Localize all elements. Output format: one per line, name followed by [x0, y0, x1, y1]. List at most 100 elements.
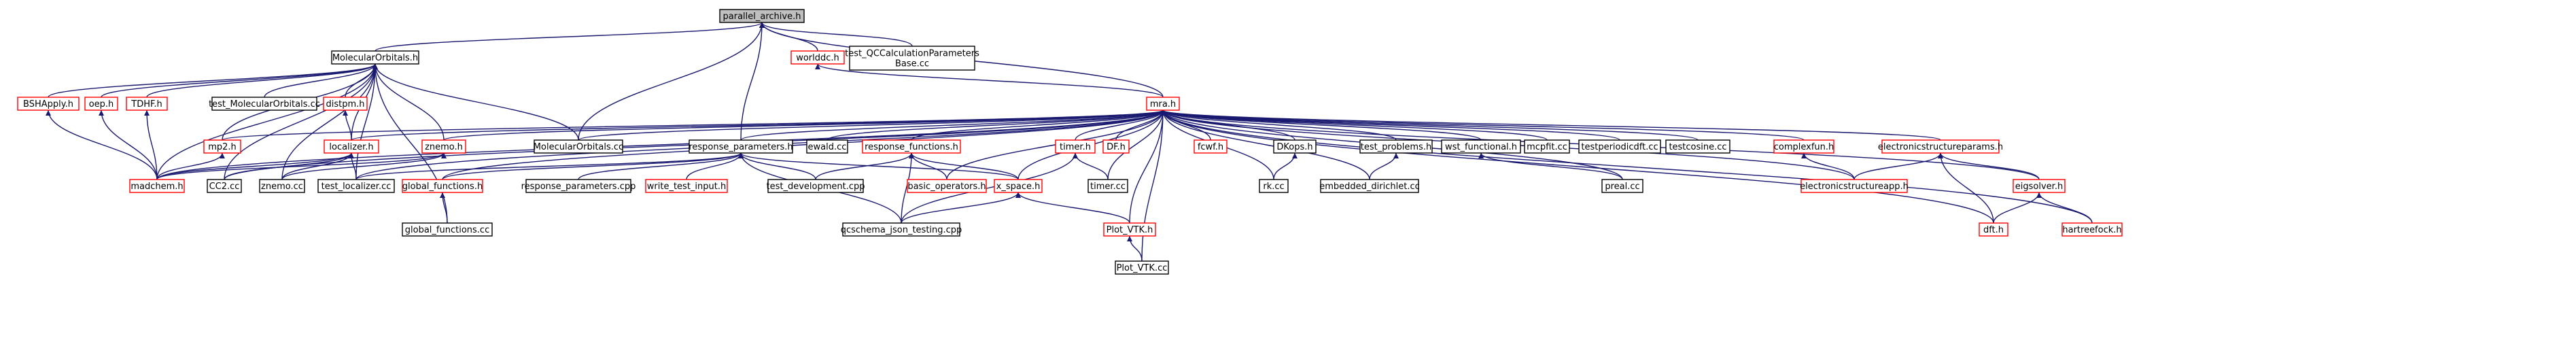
node-test_problems_h[interactable]: test_problems.h	[1359, 139, 1433, 154]
node-response_parameters_cpp[interactable]: response_parameters.cpp	[521, 179, 636, 193]
node-hartreefock_h[interactable]: hartreefock.h	[2061, 222, 2123, 237]
node-BSHApply_h[interactable]: BSHApply.h	[17, 97, 80, 111]
node-box	[317, 179, 395, 193]
node-worlddc_h[interactable]: worlddc.h	[790, 50, 845, 65]
node-test_development_cpp[interactable]: test_development.cpp	[766, 179, 865, 193]
node-ewald_cc[interactable]: ewald.cc	[806, 139, 848, 154]
node-distpm_h[interactable]: distpm.h	[323, 97, 368, 111]
node-parallel_archive_h[interactable]: parallel_archive.h	[719, 9, 805, 23]
node-mp2_h[interactable]: mp2.h	[203, 139, 241, 154]
node-CC2_cc[interactable]: CC2.cc	[207, 179, 242, 193]
node-label: global_functions.cc	[405, 225, 489, 235]
node-box	[1087, 179, 1128, 193]
node-label: mp2.h	[208, 142, 237, 152]
edge-znemo_cc-to-znemo_h	[281, 152, 447, 180]
node-response_parameters_h[interactable]: response_parameters.h	[689, 139, 793, 154]
node-localizer_h[interactable]: localizer.h	[324, 139, 379, 154]
node-complexfun_h[interactable]: complexfun.h	[1773, 139, 1834, 154]
node-label: test_localizer.cc	[321, 182, 391, 192]
node-label: response_functions.h	[865, 142, 958, 152]
node-timer_cc[interactable]: timer.cc	[1087, 179, 1128, 193]
node-dft_h[interactable]: dft.h	[1979, 222, 2008, 237]
node-box	[402, 179, 483, 193]
node-electronicstructureparams_h[interactable]: electronicstructureparams.h	[1878, 139, 2003, 154]
node-preal_cc[interactable]: preal.cc	[1601, 179, 1643, 193]
node-label: complexfun.h	[1774, 142, 1834, 152]
node-basic_operators_h[interactable]: basic_operators.h	[907, 179, 987, 193]
node-global_functions_h[interactable]: global_functions.h	[402, 179, 483, 193]
node-label: basic_operators.h	[907, 182, 986, 192]
node-timer_h[interactable]: timer.h	[1055, 139, 1096, 154]
node-MolecularOrbitals_h[interactable]: MolecularOrbitals.h	[331, 50, 419, 65]
edge-znemo_h-to-mra_h	[443, 109, 1166, 141]
node-qcschema_json_testing_cpp[interactable]: qcschema_json_testing.cpp	[841, 222, 962, 237]
node-TDHF_h[interactable]: TDHF.h	[126, 97, 168, 111]
node-znemo_h[interactable]: znemo.h	[421, 139, 466, 154]
node-box	[17, 97, 80, 111]
node-response_functions_h[interactable]: response_functions.h	[862, 139, 961, 154]
node-Plot_VTK_h[interactable]: Plot_VTK.h	[1103, 222, 1156, 237]
node-eigsolver_h[interactable]: eigsolver.h	[2013, 179, 2066, 193]
node-label: testperiodicdft.cc	[1581, 142, 1658, 152]
edge-dft_h-to-electronicstructureparams_h	[1938, 152, 1994, 224]
node-Plot_VTK_cc[interactable]: Plot_VTK.cc	[1115, 260, 1169, 275]
node-mcpfit_cc[interactable]: mcpfit.cc	[1524, 139, 1570, 154]
node-label: hartreefock.h	[2062, 225, 2121, 235]
node-testcosine_cc[interactable]: testcosine.cc	[1665, 139, 1730, 154]
node-global_functions_cc[interactable]: global_functions.cc	[402, 222, 493, 237]
node-write_test_input_h[interactable]: write_test_input.h	[645, 179, 728, 193]
node-label: mcpfit.cc	[1527, 142, 1567, 152]
node-test_localizer_cc[interactable]: test_localizer.cc	[317, 179, 395, 193]
node-wst_functional_h[interactable]: wst_functional.h	[1441, 139, 1521, 154]
node-rk_cc[interactable]: rk.cc	[1259, 179, 1289, 193]
edge-test_problems_h-to-mra_h	[1160, 109, 1397, 141]
node-box	[1881, 139, 2000, 154]
edge-test_localizer_cc-to-localizer_h	[349, 152, 357, 180]
node-box	[1273, 139, 1317, 154]
node-MolecularOrbitals_cc[interactable]: MolecularOrbitals.cc	[534, 139, 623, 154]
edge-x_space_h-to-response_parameters_h	[738, 152, 1019, 180]
edge-znemo_h-to-MolecularOrbitals_h	[372, 63, 445, 141]
edge-madchem_h-to-localizer_h	[156, 152, 354, 180]
node-mra_h[interactable]: mra.h	[1146, 97, 1180, 111]
node-testperiodicdft_cc[interactable]: testperiodicdft.cc	[1578, 139, 1661, 154]
edge-oep_h-to-MolecularOrbitals_h	[101, 63, 378, 98]
node-box	[421, 139, 466, 154]
node-embedded_dirichlet_cc[interactable]: embedded_dirichlet.cc	[1319, 179, 1420, 193]
node-x_space_h[interactable]: x_space.h	[994, 179, 1043, 193]
edge-embedded_dirichlet_cc-to-mra_h	[1160, 109, 1370, 180]
node-box	[1055, 139, 1096, 154]
edge-response_parameters_cpp-to-response_parameters_h	[578, 152, 744, 180]
node-znemo_cc[interactable]: znemo.cc	[259, 179, 305, 193]
node-madchem_h[interactable]: madchem.h	[129, 179, 185, 193]
node-label: write_test_input.h	[647, 182, 726, 192]
edge-mp2_h-to-mra_h	[222, 109, 1166, 141]
node-box	[1979, 222, 2008, 237]
node-electronicstructureapp_h[interactable]: electronicstructureapp.h	[1800, 179, 1909, 193]
node-box	[1103, 222, 1156, 237]
node-label: eigsolver.h	[2015, 182, 2063, 192]
edge-timer_h-to-mra_h	[1075, 109, 1166, 141]
node-box	[534, 139, 623, 154]
node-DKops_h[interactable]: DKops.h	[1273, 139, 1317, 154]
edge-x_space_h-to-response_functions_h	[909, 152, 1019, 180]
node-label: distpm.h	[326, 99, 364, 109]
node-box	[806, 139, 848, 154]
node-label: madchem.h	[130, 182, 183, 192]
node-label: preal.cc	[1605, 182, 1639, 192]
node-label: testcosine.cc	[1669, 142, 1726, 152]
node-box	[1578, 139, 1661, 154]
node-box	[129, 179, 185, 193]
node-label: response_parameters.cpp	[521, 182, 636, 192]
node-box	[126, 97, 168, 111]
node-fcwf_h[interactable]: fcwf.h	[1194, 139, 1228, 154]
node-DF_h[interactable]: DF.h	[1102, 139, 1130, 154]
node-test_MolecularOrbitals_cc[interactable]: test_MolecularOrbitals.cc	[209, 97, 320, 111]
edge-dft_h-to-mra_h	[1160, 109, 1994, 224]
edge-madchem_h-to-oep_h	[99, 109, 158, 180]
node-label: DKops.h	[1276, 142, 1312, 152]
edge-global_functions_h-to-mra_h	[442, 109, 1166, 180]
node-oep_h[interactable]: oep.h	[84, 97, 118, 111]
edge-response_parameters_h-to-mra_h	[740, 109, 1166, 141]
